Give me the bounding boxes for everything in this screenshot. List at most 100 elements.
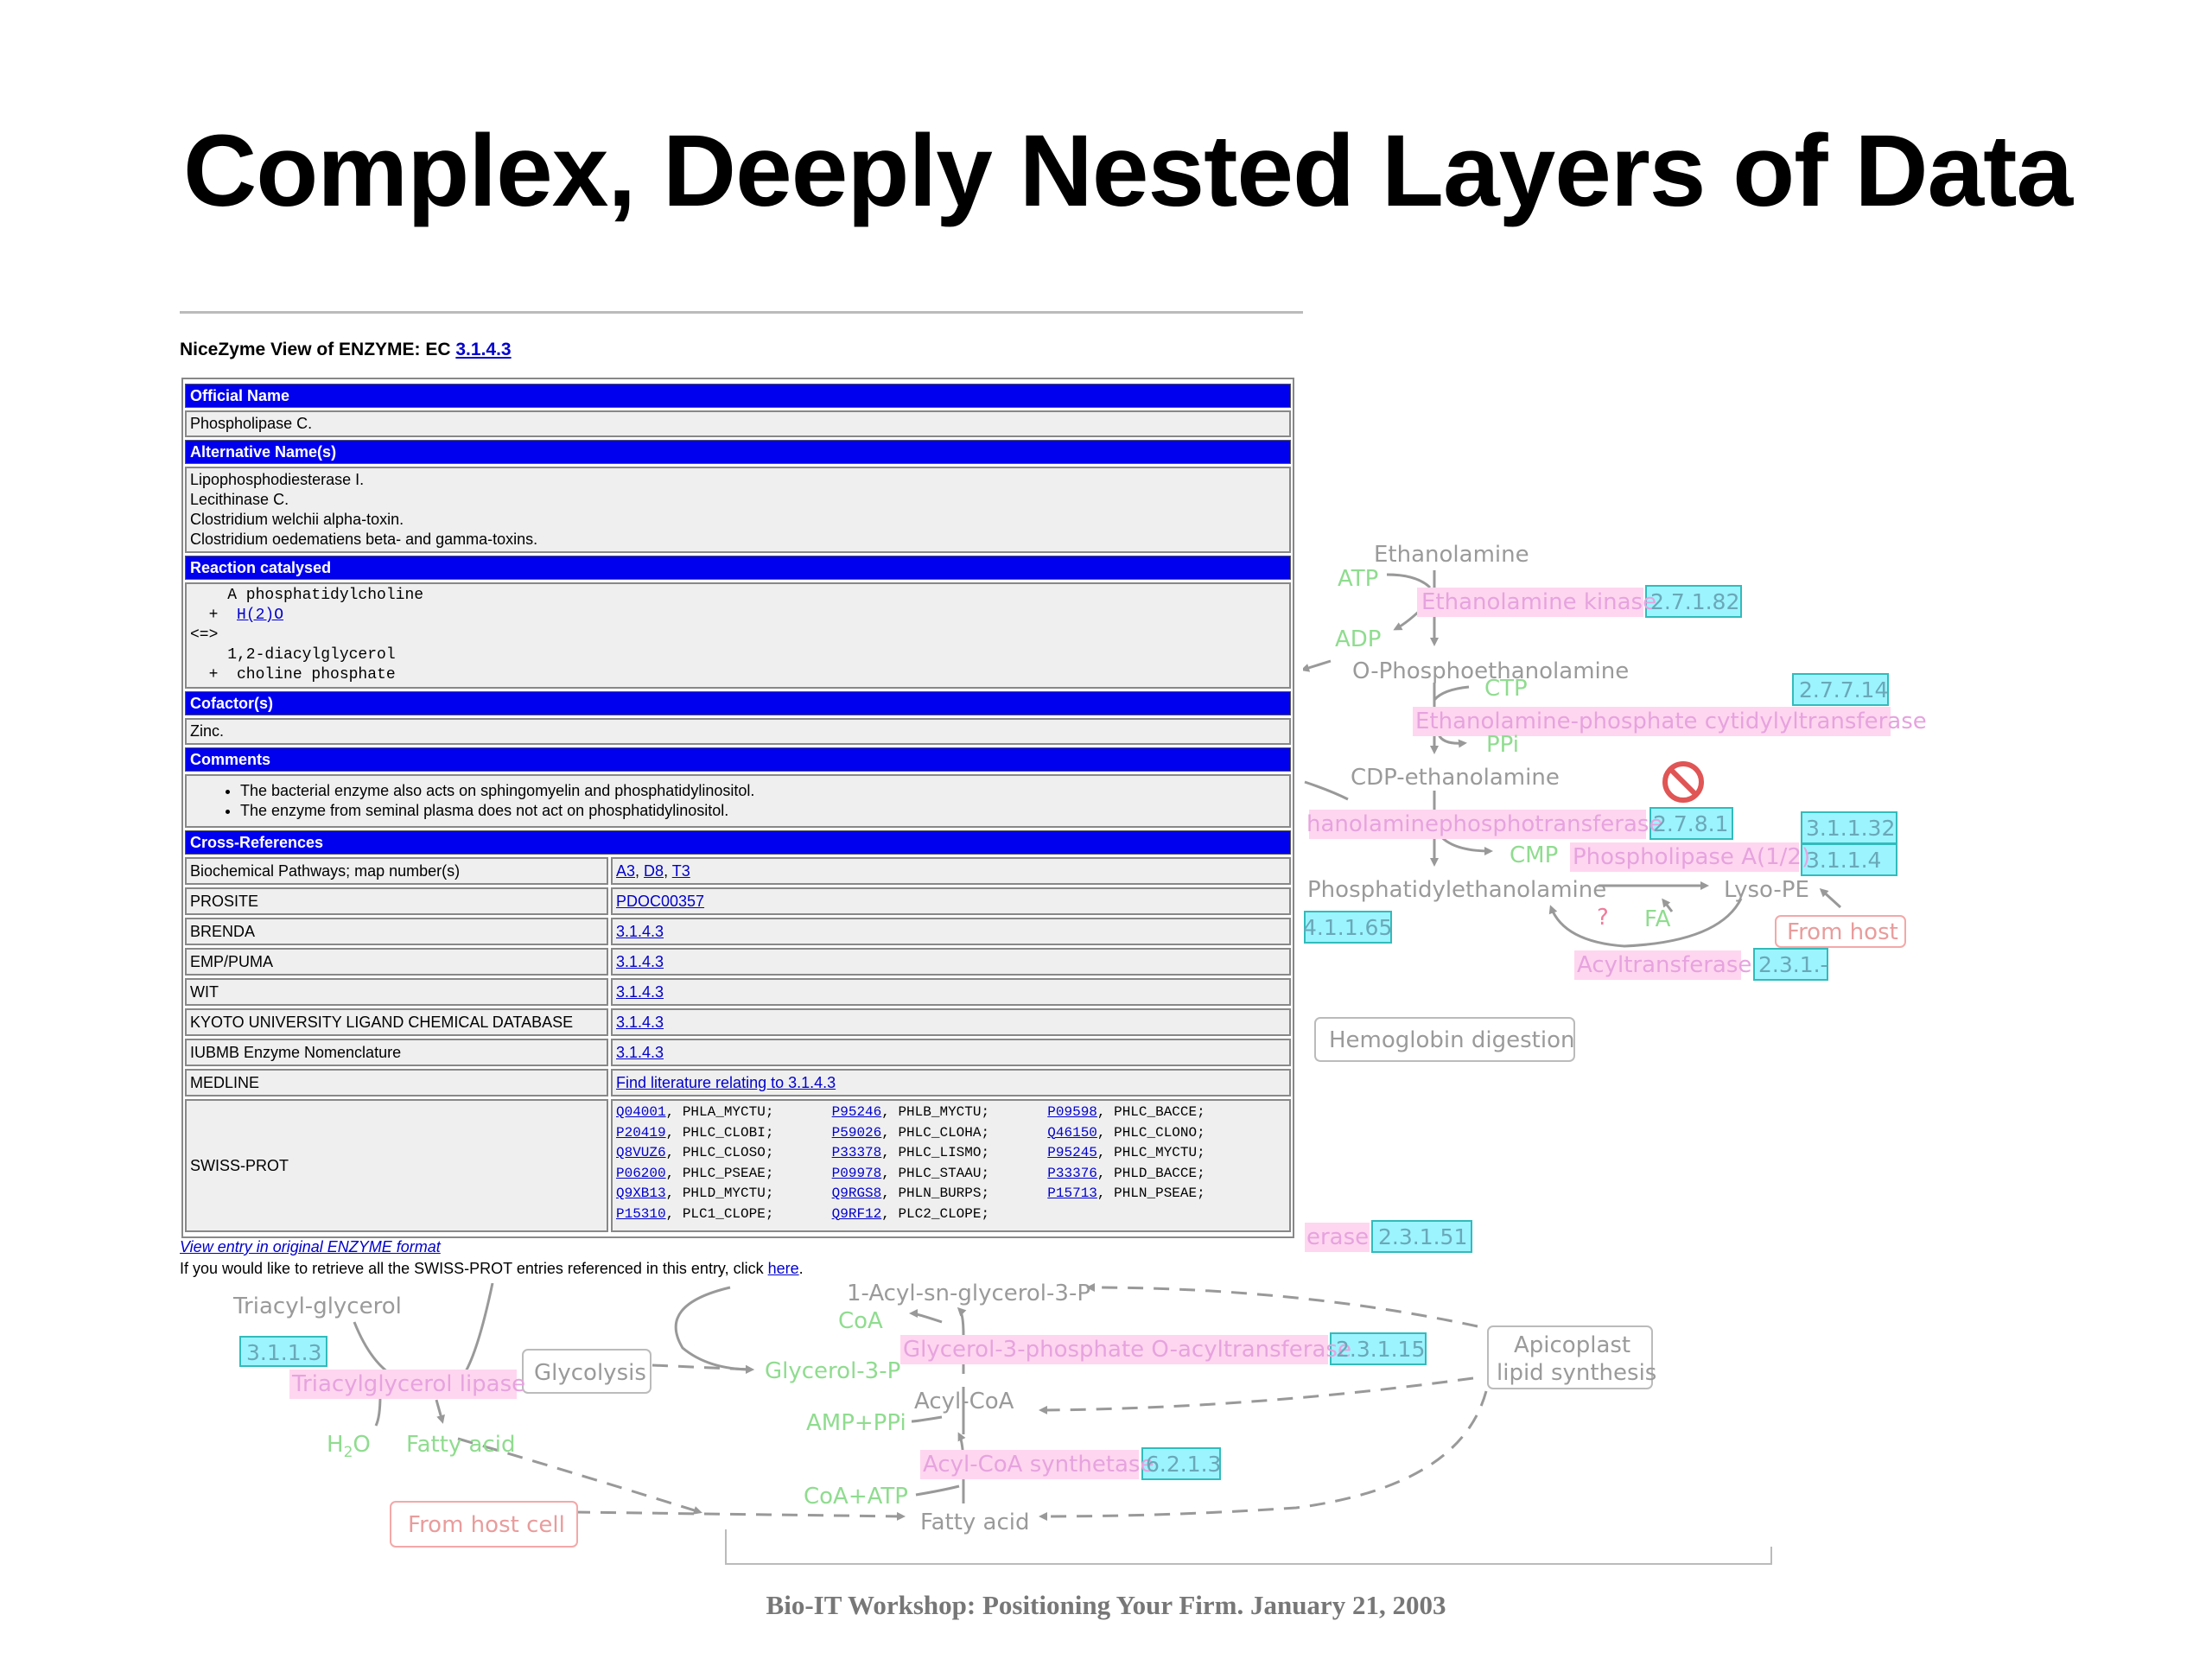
xref-links: 3.1.4.3 — [611, 948, 1291, 976]
xref-link[interactable]: 3.1.4.3 — [616, 983, 664, 1001]
hemoglobin-digestion-label: Hemoglobin digestion — [1329, 1027, 1574, 1053]
xref-link[interactable]: A3 — [616, 862, 636, 880]
swissprot-entry-name: , PHLN_BURPS; — [881, 1185, 1048, 1201]
original-format-link[interactable]: View entry in original ENZYME format — [180, 1238, 441, 1255]
top-rule — [180, 311, 1303, 314]
xref-db: WIT — [185, 978, 608, 1006]
ec-number-link[interactable]: 3.1.4.3 — [455, 340, 512, 359]
alt-names-header: Alternative Name(s) — [185, 440, 1291, 464]
swissprot-accession-link[interactable]: Q04001 — [616, 1104, 666, 1120]
swissprot-accession-link[interactable]: P33376 — [1047, 1165, 1097, 1181]
swissprot-accession-link[interactable]: Q46150 — [1047, 1124, 1097, 1141]
xref-links: 3.1.4.3 — [611, 1039, 1291, 1066]
metabolite-fatty-acid: Fatty acid — [920, 1510, 1030, 1535]
xref-row: MEDLINE Find literature relating to 3.1.… — [185, 1069, 1291, 1096]
swissprot-entry-name: , PLC1_CLOPE; — [665, 1205, 832, 1222]
nicezyme-heading-text: NiceZyme View of ENZYME: EC — [180, 340, 451, 359]
xref-link[interactable]: PDOC00357 — [616, 893, 705, 910]
swissprot-accession-link[interactable]: P09978 — [831, 1165, 882, 1181]
swissprot-entry-name: , PLC2_CLOPE; — [881, 1205, 990, 1222]
swissprot-entry-name: , PHLC_CLONO; — [1096, 1124, 1205, 1141]
ec-4-1-1-65: 4.1.1.65 — [1303, 915, 1392, 940]
xref-link[interactable]: D8 — [644, 862, 664, 880]
enzyme-eth-p-cytidylyltransferase: Ethanolamine-phosphate cytidylyltransfer… — [1415, 709, 1927, 734]
ec-6-2-1-3: 6.2.1.3 — [1146, 1452, 1221, 1477]
cofactor-atp: ATP — [1338, 566, 1378, 592]
ec-2-7-1-82: 2.7.1.82 — [1650, 589, 1739, 614]
xref-link[interactable]: 3.1.4.3 — [616, 1014, 664, 1031]
xref-links: Find literature relating to 3.1.4.3 — [611, 1069, 1291, 1096]
metabolite-phosphatidylethanolamine: Phosphatidylethanolamine — [1307, 877, 1606, 903]
swissprot-line: P15310, PLC1_CLOPE; Q9RF12, PLC2_CLOPE; — [616, 1205, 1286, 1225]
xref-link[interactable]: T3 — [671, 862, 690, 880]
xref-links: 3.1.4.3 — [611, 918, 1291, 945]
swissprot-entry-name: , PHLD_BACCE; — [1096, 1165, 1205, 1181]
xref-link[interactable]: Find literature relating to 3.1.4.3 — [616, 1074, 836, 1091]
cofactors-header: Cofactor(s) — [185, 691, 1291, 715]
slide-footer: Bio-IT Workshop: Positioning Your Firm. … — [766, 1590, 1446, 1620]
swissprot-accession-link[interactable]: P95245 — [1047, 1145, 1097, 1160]
swissprot-accession-link[interactable]: P06200 — [616, 1165, 666, 1181]
swissprot-accession-link[interactable]: P33378 — [831, 1145, 882, 1160]
xref-header: Cross-References — [185, 830, 1291, 855]
swissprot-accession-link[interactable]: P15310 — [616, 1205, 666, 1222]
xref-db: EMP/PUMA — [185, 948, 608, 976]
xref-row: WIT 3.1.4.3 — [185, 978, 1291, 1006]
footer-link-line: View entry in original ENZYME format — [180, 1238, 441, 1256]
from-host-label: From host — [1787, 919, 1898, 945]
swissprot-accession-link[interactable]: P20419 — [616, 1124, 666, 1141]
swissprot-entry-name: , PHLC_STAAU; — [881, 1165, 1048, 1181]
official-name-header: Official Name — [185, 384, 1291, 408]
swissprot-accession-link[interactable]: Q8VUZ6 — [616, 1145, 666, 1160]
reaction-header: Reaction catalysed — [185, 556, 1291, 580]
swissprot-accession-link[interactable]: P59026 — [831, 1124, 882, 1141]
metabolite-o-phosphoethanolamine: O-Phosphoethanolamine — [1352, 658, 1629, 684]
swissprot-accession-link[interactable]: Q9RGS8 — [831, 1185, 882, 1201]
swissprot-accession-link[interactable]: P95246 — [831, 1104, 882, 1120]
alt-name: Lecithinase C. — [190, 491, 289, 508]
cofactor-ppi: PPi — [1486, 732, 1519, 758]
reaction-line-2: + H(2)O — [190, 607, 284, 624]
swissprot-db: SWISS-PROT — [185, 1099, 608, 1232]
swissprot-accession-link[interactable]: P15713 — [1047, 1185, 1097, 1201]
reaction-arrow: <=> — [190, 626, 219, 644]
h2o-link[interactable]: H(2)O — [237, 607, 284, 624]
swissprot-accession-link[interactable]: Q9RF12 — [831, 1205, 882, 1222]
cofactor-coa-atp: CoA+ATP — [804, 1484, 908, 1510]
swissprot-entry-name: , PHLC_PSEAE; — [665, 1165, 832, 1181]
swissprot-line: Q9XB13, PHLD_MYCTU; Q9RGS8, PHLN_BURPS; … — [616, 1184, 1286, 1205]
nicezyme-heading: NiceZyme View of ENZYME: EC 3.1.4.3 — [180, 340, 512, 360]
swissprot-entry-name: , PHLC_CLOBI; — [665, 1124, 832, 1141]
cofactor-fatty-acid: Fatty acid — [406, 1432, 516, 1458]
comment-item: The enzyme from seminal plasma does not … — [240, 801, 1286, 821]
metabolite-acyl-coa: Acyl-CoA — [914, 1389, 1014, 1414]
enzyme-erase: erase — [1306, 1224, 1369, 1250]
enzyme-ethanolamine-kinase: Ethanolamine kinase — [1421, 589, 1656, 615]
xref-row: BRENDA 3.1.4.3 — [185, 918, 1291, 945]
swissprot-entry-name: , PHLC_CLOHA; — [881, 1124, 1048, 1141]
footer-retrieve-line: If you would like to retrieve all the SW… — [180, 1260, 804, 1277]
swissprot-entry-name: , PHLC_LISMO; — [881, 1145, 1048, 1160]
ec-2-7-7-14: 2.7.7.14 — [1799, 677, 1888, 702]
nicezyme-panel: NiceZyme View of ENZYME: EC 3.1.4.3 Offi… — [180, 307, 1303, 1283]
swissprot-entry-name: , PHLC_CLOSO; — [665, 1145, 832, 1160]
swissprot-line: Q04001, PHLA_MYCTU; P95246, PHLB_MYCTU; … — [616, 1103, 1286, 1123]
comments-header: Comments — [185, 747, 1291, 772]
xref-links: 3.1.4.3 — [611, 1008, 1291, 1036]
swissprot-row: SWISS-PROT Q04001, PHLA_MYCTU; P95246, P… — [185, 1099, 1291, 1232]
prohibited-icon — [1662, 761, 1704, 803]
xref-link[interactable]: 3.1.4.3 — [616, 953, 664, 970]
here-link[interactable]: here — [767, 1260, 799, 1277]
swissprot-line: Q8VUZ6, PHLC_CLOSO; P33378, PHLC_LISMO; … — [616, 1143, 1286, 1164]
xref-link[interactable]: 3.1.4.3 — [616, 923, 664, 940]
enzyme-phosphotransferase: hanolaminephosphotransferase — [1306, 811, 1662, 837]
swissprot-accession-link[interactable]: Q9XB13 — [616, 1185, 666, 1201]
swissprot-accession-link[interactable]: P09598 — [1047, 1104, 1097, 1120]
from-host-cell-label: From host cell — [408, 1512, 565, 1538]
glycolysis-label: Glycolysis — [534, 1360, 646, 1386]
xref-link[interactable]: 3.1.4.3 — [616, 1044, 664, 1061]
cofactor-coa: CoA — [838, 1308, 883, 1334]
ec-3-1-1-4: 3.1.1.4 — [1806, 848, 1881, 873]
xref-row: EMP/PUMA 3.1.4.3 — [185, 948, 1291, 976]
